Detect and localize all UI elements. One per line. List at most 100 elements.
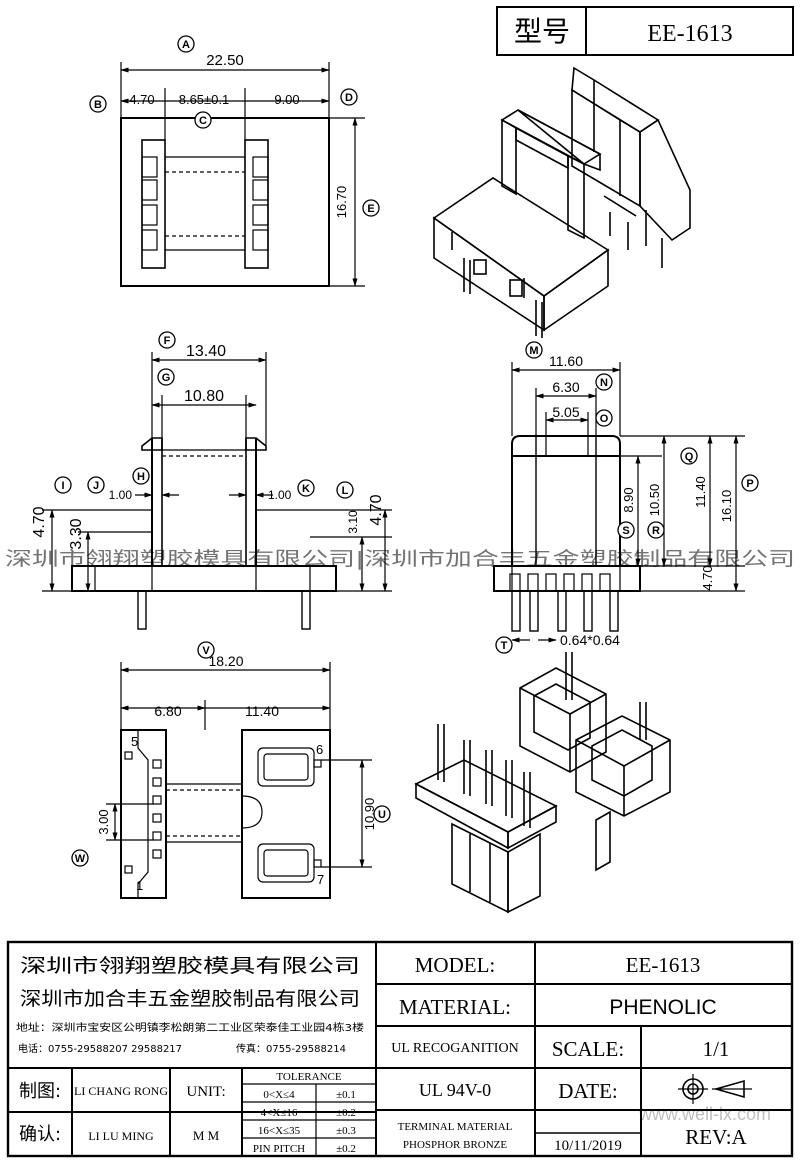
dim-front-inner: 10.80 <box>184 388 224 405</box>
tag-circle-d <box>340 88 358 106</box>
tag-v: V <box>202 645 210 657</box>
tag-c: C <box>199 115 207 127</box>
drawn-by: LI CHANG RONG <box>74 1084 168 1098</box>
tag-b: B <box>94 99 102 111</box>
pin-label-1: 1 <box>136 878 143 893</box>
tag-circle-h <box>132 467 150 485</box>
tag-circle-u <box>373 805 391 823</box>
tag-a: A <box>182 39 190 51</box>
header-box <box>496 6 794 56</box>
material-label: MATERIAL: <box>399 995 511 1019</box>
tag-circle-v <box>197 641 215 659</box>
dim-front-wall-left: 1.00 <box>109 488 133 502</box>
check-label: 确认: <box>19 1124 61 1145</box>
tag-circle-r <box>647 521 665 539</box>
tolerance-title: TOLERANCE <box>276 1071 341 1083</box>
dim-bottom-pitch: 3.00 <box>96 809 111 834</box>
dim-side-h2: 10.50 <box>647 484 662 517</box>
side-view <box>493 362 745 643</box>
tag-u: U <box>378 809 386 821</box>
dim-side-width: 11.60 <box>549 353 583 369</box>
dim-side-h1: 8.90 <box>621 487 636 512</box>
tolerance-value-4: ±0.2 <box>336 1143 356 1155</box>
tag-circle-a <box>177 35 195 53</box>
tag-i: I <box>61 480 64 492</box>
tolerance-value-3: ±0.3 <box>336 1125 356 1137</box>
dim-bottom-left: 6.80 <box>154 703 181 719</box>
dim-side-h4: 16.10 <box>719 490 734 523</box>
tag-circle-n <box>595 373 613 391</box>
unit-label: UNIT: <box>186 1084 225 1100</box>
pin-label-7: 7 <box>317 872 324 887</box>
tag-k: K <box>302 483 310 495</box>
top-view <box>120 62 365 287</box>
tag-circle-b <box>89 95 107 113</box>
dim-top-right: 9.00 <box>274 92 299 107</box>
tag-n: N <box>600 377 608 389</box>
scale-label: SCALE: <box>552 1037 624 1061</box>
tolerance-range-1: 0<X≤4 <box>263 1089 295 1101</box>
ul-label: UL RECOGANITION <box>391 1041 518 1056</box>
company-address: 地址：深圳市宝安区公明镇李松朗第二工业区荣泰佳工业园4栋3楼 <box>16 1021 364 1034</box>
pin-label-6: 6 <box>316 742 323 757</box>
date-label: DATE: <box>558 1079 618 1103</box>
tag-circle-j <box>87 476 105 494</box>
dim-front-right-a: 3.10 <box>346 510 360 534</box>
dim-side-pin-len: 4.70 <box>700 565 715 590</box>
dim-side-mid: 6.30 <box>552 379 579 395</box>
tag-t: T <box>501 640 508 652</box>
header-model-value: EE-1613 <box>647 21 732 47</box>
header-model-label: 型号 <box>514 15 570 48</box>
tag-circle-g <box>157 368 175 386</box>
iso-view-top <box>432 66 691 338</box>
rev-label: REV:A <box>685 1125 747 1149</box>
dim-front-top: 13.40 <box>186 343 226 360</box>
title-block <box>6 940 794 1158</box>
checked-by: LI LU MING <box>88 1129 154 1143</box>
dim-bottom-height: 10.90 <box>362 798 377 831</box>
tag-s: S <box>622 525 629 537</box>
watermark-url: www.well-lx.com <box>638 1104 771 1124</box>
tag-circle-e <box>362 199 380 217</box>
bottom-view <box>106 662 372 899</box>
dim-front-left-a: 4.70 <box>31 506 48 537</box>
unit-value: M M <box>193 1128 220 1143</box>
terminal-value: PHOSPHOR BRONZE <box>403 1139 507 1151</box>
tag-p: P <box>746 478 753 490</box>
company-name-2: 深圳市加合丰五金塑胶制品有限公司 <box>20 988 360 1010</box>
dim-front-right-b: 4.70 <box>368 494 385 525</box>
terminal-label: TERMINAL MATERIAL <box>398 1121 513 1133</box>
company-phone: 电话：0755-29588207 29588217 <box>18 1042 182 1055</box>
dim-side-pin: 0.64*0.64 <box>560 632 620 648</box>
date-value: 10/11/2019 <box>554 1138 622 1154</box>
dim-side-h3: 11.40 <box>693 476 708 508</box>
drawn-label: 制图: <box>19 1081 61 1102</box>
dim-top-overall: 22.50 <box>206 52 244 69</box>
dim-top-left: 4.70 <box>129 92 154 107</box>
tag-r: R <box>652 525 660 537</box>
tag-circle-q <box>680 447 698 465</box>
scale-value: 1/1 <box>703 1037 730 1061</box>
tolerance-range-3: 16<X≤35 <box>258 1125 301 1137</box>
tag-g: G <box>162 372 171 384</box>
tolerance-value-2: ±0.2 <box>336 1107 356 1119</box>
tag-e: E <box>367 203 374 215</box>
front-view <box>42 352 392 630</box>
watermark-text: 深圳市翎翔塑胶模具有限公司|深圳市加合丰五金塑胶制品有限公司 <box>5 548 795 570</box>
tolerance-value-1: ±0.1 <box>336 1089 356 1101</box>
tag-h: H <box>137 471 145 483</box>
iso-view-bottom <box>414 652 671 914</box>
company-fax: 传真：0755-29588214 <box>236 1042 346 1055</box>
tag-l: L <box>342 485 349 497</box>
tag-o: O <box>600 413 609 425</box>
dim-bottom-overall: 18.20 <box>208 653 243 669</box>
company-name-1: 深圳市翎翔塑胶模具有限公司 <box>20 955 360 977</box>
dim-front-wall-right: 1.00 <box>268 488 292 502</box>
material-value: PHENOLIC <box>609 996 716 1019</box>
dim-top-height: 16.70 <box>334 186 349 219</box>
tag-circle-w <box>71 849 89 867</box>
tag-circle-i <box>54 476 72 494</box>
tag-d: D <box>345 92 353 104</box>
